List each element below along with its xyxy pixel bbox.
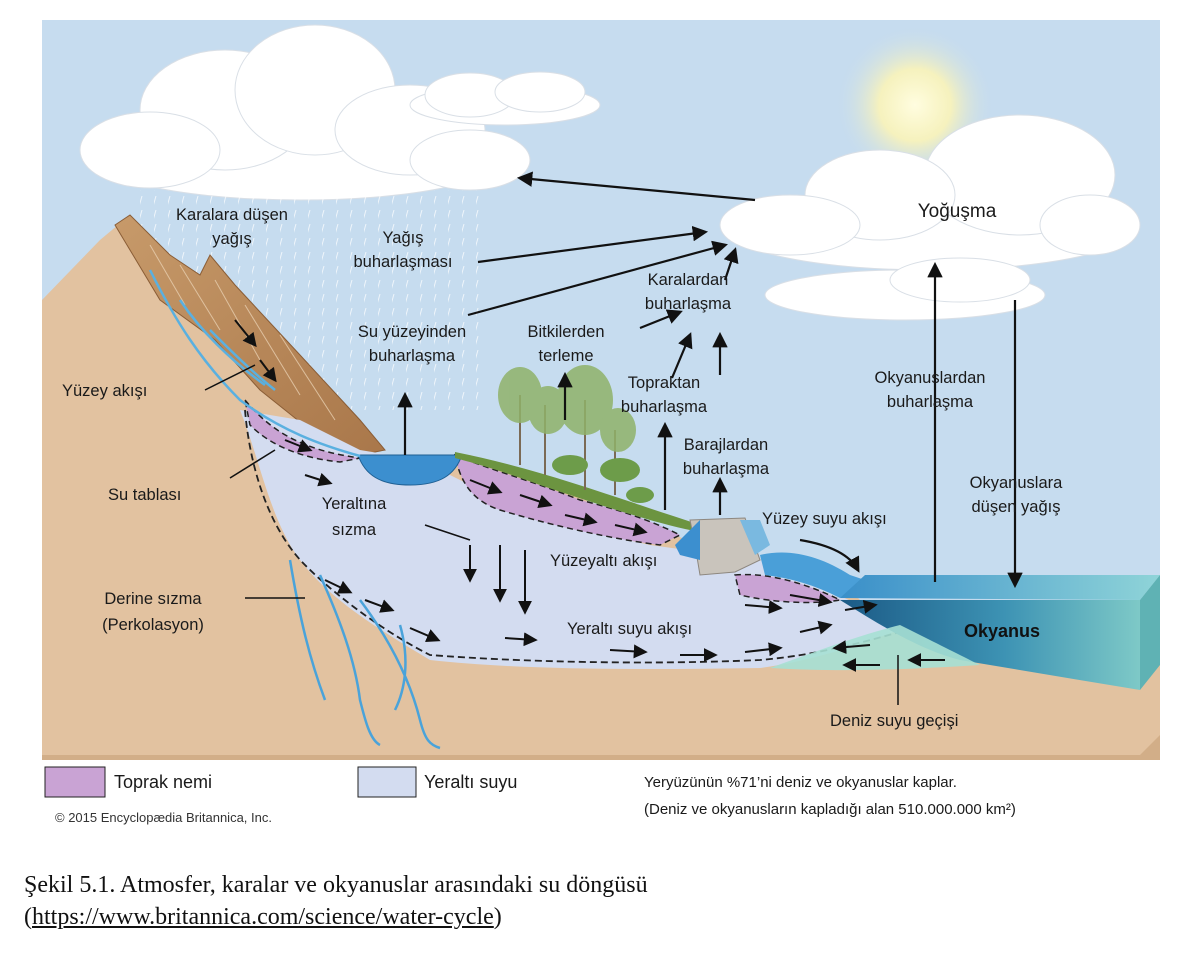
rain-cloud (79, 24, 531, 201)
arrow-surface-runoff (799, 538, 860, 573)
label-infilt-l2: sızma (332, 521, 377, 539)
copyright: © 2015 Encyclopædia Britannica, Inc. (55, 810, 272, 825)
groundwater-flow-arrows (234, 319, 878, 662)
label-ocean: Okyanus (964, 621, 1040, 641)
leader-lines (204, 364, 899, 705)
label-land-evap-l1: Karalardan (648, 271, 729, 289)
label-groundwater-flow: Yeraltı suyu akışı (567, 620, 692, 638)
label-rain-evaporation: Yağış buharlaşması (353, 229, 452, 271)
lower-cloud (764, 257, 1046, 321)
legend-swatch-soil-moisture (44, 766, 106, 798)
arrow-land-evap-1 (639, 309, 683, 330)
figure-caption-line1: Şekil 5.1. Atmosfer, karalar ve okyanusl… (24, 872, 648, 898)
water-table-line (244, 409, 901, 664)
saltwater-arrows (832, 640, 945, 672)
label-surface-runoff: Yüzey akışı (62, 382, 147, 400)
saltwater-intrusion (770, 625, 980, 671)
ocean-front (840, 600, 1140, 690)
legend-swatch-groundwater (357, 766, 417, 798)
label-ocean-precip: Okyanuslara düşen yağış (970, 474, 1063, 516)
source-link[interactable]: https://www.britannica.com/science/water… (32, 904, 494, 930)
label-precip-land: Karalara düşen yağış (176, 206, 288, 248)
condensation-cloud (719, 114, 1141, 271)
infiltration-bracket (424, 524, 471, 541)
label-land-evaporation: Karalardan buharlaşma (645, 271, 732, 313)
ocean-side (1140, 575, 1160, 690)
label-condensation: Yoğuşma (918, 201, 997, 222)
label-water-table: Su tablası (108, 486, 181, 504)
label-percol-l1: Derine sızma (104, 590, 202, 608)
label-surface-evap-l1: Su yüzeyinden (358, 323, 466, 341)
caption-close-paren: ) (493, 904, 502, 930)
ocean-top (840, 575, 1160, 600)
label-percol-l2: (Perkolasyon) (102, 616, 204, 634)
soil-moisture-middle (453, 453, 682, 546)
label-infilt-l1: Yeraltına (322, 495, 387, 513)
deep-percolation-channels (288, 559, 441, 750)
label-precip-land-l2: yağış (212, 230, 251, 248)
label-percolation: Derine sızma (Perkolasyon) (102, 590, 204, 634)
ground-bottom-edge (42, 735, 1160, 760)
arrow-land-evap-2 (670, 332, 693, 379)
label-precip-land-l1: Karalara düşen (176, 206, 288, 224)
label-surface-evap-l2: buharlaşma (369, 347, 456, 365)
small-cloud (409, 71, 601, 126)
trees (498, 365, 654, 503)
legend-label-groundwater: Yeraltı suyu (424, 772, 517, 792)
label-ocean-evap-l2: buharlaşma (887, 393, 974, 411)
atmosphere-arrows (397, 171, 1023, 589)
arrow-land-evap-4 (723, 247, 739, 281)
label-transpiration: Bitkilerden terleme (527, 323, 604, 365)
dam (675, 517, 770, 576)
label-dam-evaporation: Barajlardan buharlaşma (683, 436, 770, 478)
label-ocean-evaporation: Okyanuslardan buharlaşma (875, 369, 986, 411)
label-soil-evaporation: Topraktan buharlaşma (621, 374, 708, 416)
label-dam-evap-l2: buharlaşma (683, 460, 770, 478)
label-ocean-precip-l1: Okyanuslara (970, 474, 1063, 492)
label-soil-evap-l1: Topraktan (628, 374, 700, 392)
label-surface-evaporation: Su yüzeyinden buharlaşma (358, 323, 466, 365)
label-dam-evap-l1: Barajlardan (684, 436, 768, 454)
vegetation-strip (455, 452, 700, 532)
ocean-coverage-note: Yeryüzünün %71’ni deniz ve okyanuslar ka… (644, 774, 957, 791)
label-ocean-precip-l2: düşen yağış (972, 498, 1061, 516)
arrow-rain-evaporation (477, 225, 709, 264)
figure-caption-line2: (https://www.britannica.com/science/wate… (24, 904, 502, 931)
surface-streams (148, 269, 361, 458)
caption-open-paren: ( (24, 904, 32, 930)
river (760, 552, 865, 598)
label-subsurface-flow: Yüzeyaltı akışı (550, 552, 657, 570)
label-transp-l1: Bitkilerden (527, 323, 604, 341)
arrow-surface-evaporation (467, 240, 728, 317)
infiltration-arrows (463, 545, 532, 615)
ocean-area-note: (Deniz ve okyanusların kapladığı alan 51… (644, 801, 1016, 818)
label-transp-l2: terleme (538, 347, 593, 365)
label-infiltration: Yeraltına sızma (322, 495, 387, 539)
lake (357, 454, 463, 486)
label-rain-evap-l1: Yağış (383, 229, 424, 247)
label-surface-water-runoff: Yüzey suyu akışı (762, 510, 887, 528)
label-land-evap-l2: buharlaşma (645, 295, 732, 313)
label-saltwater-intrusion: Deniz suyu geçişi (830, 712, 958, 730)
label-soil-evap-l2: buharlaşma (621, 398, 708, 416)
legend-label-soil-moisture: Toprak nemi (114, 772, 212, 792)
label-rain-evap-l2: buharlaşması (353, 253, 452, 271)
soil-moisture-lower (734, 573, 843, 604)
label-ocean-evap-l1: Okyanuslardan (875, 369, 986, 387)
arrow-condensation-to-cloud (516, 171, 756, 202)
